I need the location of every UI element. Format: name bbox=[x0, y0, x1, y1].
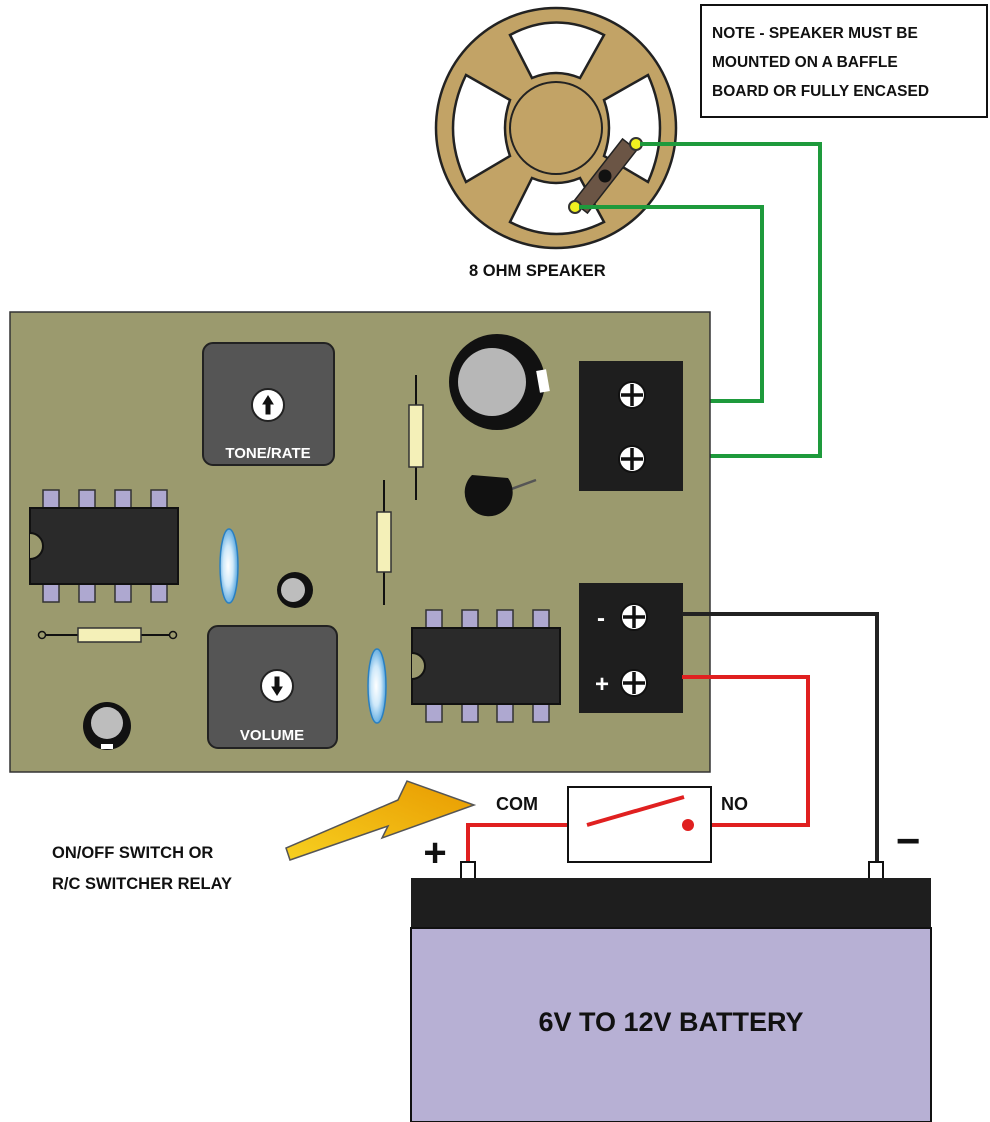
arrow-down-icon bbox=[271, 676, 283, 696]
speaker-window-left bbox=[451, 73, 512, 184]
note-line-1: NOTE - SPEAKER MUST BE bbox=[712, 25, 918, 42]
electrolytic-capacitor bbox=[449, 334, 550, 430]
positive-wire-to-switch bbox=[682, 675, 810, 827]
battery: 6V TO 12V BATTERY bbox=[410, 861, 932, 1122]
screw-terminal-icon bbox=[620, 603, 648, 631]
resistor-vertical-top bbox=[408, 375, 424, 500]
ic-chip-left bbox=[29, 489, 179, 603]
switch-no-label: NO bbox=[721, 794, 748, 814]
speaker-wire-inner bbox=[579, 205, 764, 403]
battery-minus-symbol: − bbox=[896, 817, 921, 864]
note-box: NOTE - SPEAKER MUST BE MOUNTED ON A BAFF… bbox=[700, 4, 988, 118]
pointer-arrow bbox=[285, 780, 477, 861]
switch-com-label: COM bbox=[496, 794, 538, 814]
battery-plus-symbol: + bbox=[423, 831, 446, 875]
switch-caption-line-1: ON/OFF SWITCH OR bbox=[52, 844, 213, 862]
speaker bbox=[434, 6, 678, 250]
speaker-terminal-block[interactable] bbox=[579, 361, 683, 491]
positive-wire-from-battery bbox=[466, 823, 587, 862]
resistor-horizontal bbox=[37, 627, 178, 643]
ic-chip-right bbox=[411, 609, 561, 723]
arrow-up-icon bbox=[262, 395, 274, 415]
power-terminal-block[interactable]: - + bbox=[579, 583, 683, 713]
on-off-switch[interactable] bbox=[567, 786, 712, 863]
battery-negative-post bbox=[868, 861, 884, 880]
note-line-3: BOARD OR FULLY ENCASED bbox=[712, 83, 929, 100]
terminal-plus-label: + bbox=[595, 671, 609, 698]
switch-caption-line-2: R/C SWITCHER RELAY bbox=[52, 875, 232, 893]
ceramic-capacitor-left bbox=[219, 528, 239, 604]
volume-label: VOLUME bbox=[240, 727, 304, 744]
note-line-2: MOUNTED ON A BAFFLE bbox=[712, 54, 898, 71]
speaker-label: 8 OHM SPEAKER bbox=[469, 262, 606, 280]
small-capacitor-bottom-left bbox=[83, 702, 131, 750]
ceramic-capacitor-right bbox=[367, 648, 387, 724]
small-capacitor-middle bbox=[277, 572, 313, 608]
terminal-minus-label: - bbox=[597, 605, 605, 632]
tone-rate-pot[interactable]: TONE/RATE bbox=[202, 342, 335, 466]
speaker-wire-outer bbox=[640, 142, 822, 458]
tone-rate-label: TONE/RATE bbox=[225, 445, 310, 462]
volume-pot[interactable]: VOLUME bbox=[207, 625, 338, 749]
battery-label: 6V TO 12V BATTERY bbox=[538, 1007, 803, 1037]
battery-positive-post bbox=[460, 861, 476, 880]
screw-terminal-icon bbox=[620, 669, 648, 697]
screw-terminal-icon bbox=[618, 381, 646, 409]
negative-wire bbox=[682, 612, 879, 862]
resistor-vertical-middle bbox=[376, 480, 392, 605]
transistor bbox=[464, 475, 537, 517]
screw-terminal-icon bbox=[618, 445, 646, 473]
speaker-window-top bbox=[508, 21, 606, 80]
